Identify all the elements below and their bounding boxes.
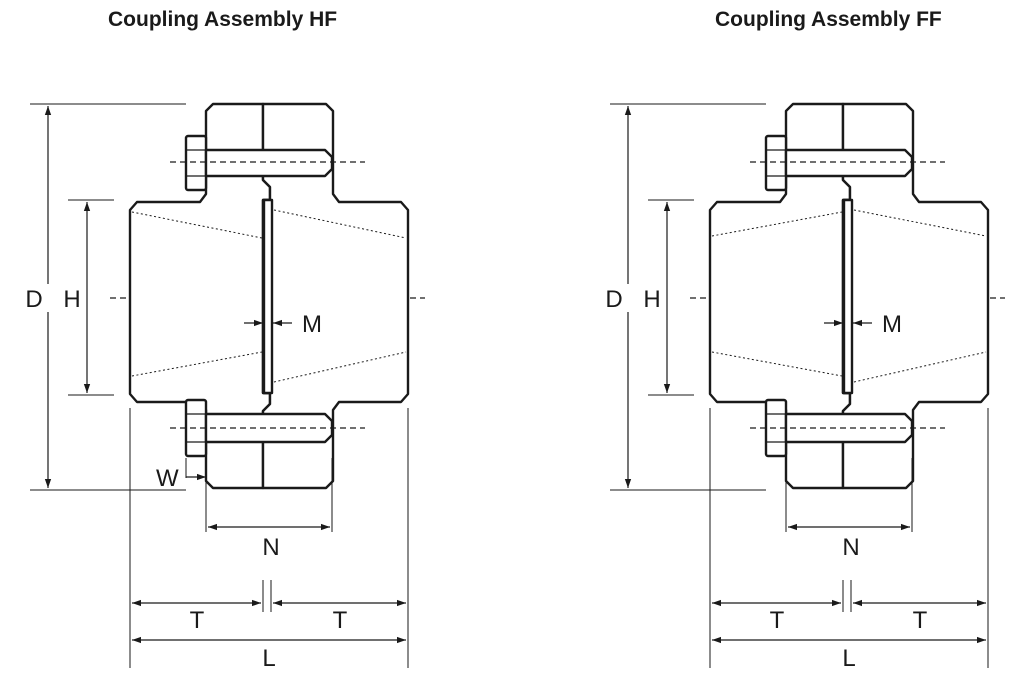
hf-label-t-left: T [190,607,205,634]
ff-label-l: L [842,645,855,672]
hf-spacer [262,198,274,395]
ff-label-d: D [605,286,622,313]
hf-label-w: W [156,465,179,492]
title-coupling-ff: Coupling Assembly FF [715,8,942,31]
ff-label-h: H [643,286,660,313]
ff-label-n: N [842,534,859,561]
ff-label-t-right: T [913,607,928,634]
hf-label-n: N [262,534,279,561]
hf-label-l: L [262,645,275,672]
hf-top-bolt [170,134,365,192]
ff-label-m: M [882,311,902,338]
ff-spacer [842,198,854,395]
ff-label-t-left: T [770,607,785,634]
title-coupling-hf: Coupling Assembly HF [108,8,338,31]
ff-bottom-bolt [750,398,945,458]
hf-label-t-right: T [333,607,348,634]
hf-taper-line [273,351,407,383]
coupling-ff-drawing: D H M N T T L [602,102,1005,672]
hf-label-h: H [63,286,80,313]
hf-label-d: D [25,286,42,313]
hf-bottom-bolt [170,398,365,458]
coupling-hf-drawing: D H M W N T T L [22,102,425,672]
ff-taper-line [853,351,987,383]
ff-top-bolt [750,134,945,192]
hf-label-m: M [302,311,322,338]
